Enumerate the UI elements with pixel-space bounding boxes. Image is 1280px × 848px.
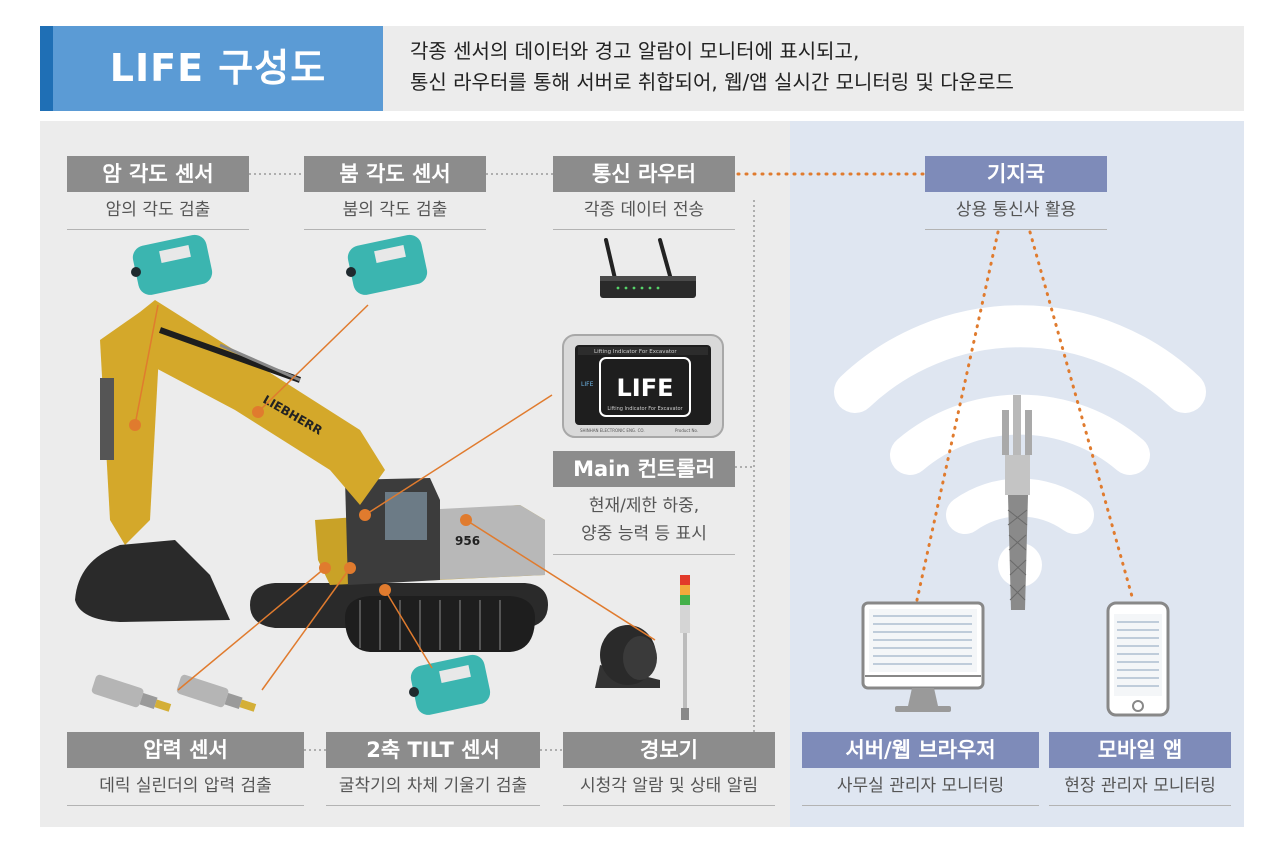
alarm-underline <box>563 805 775 806</box>
mobile-desc: 현장 관리자 모니터링 <box>1064 776 1216 796</box>
router-image <box>600 238 696 298</box>
boom-sensor-title: 붐 각도 센서 <box>304 156 486 192</box>
controller-product-no: Product No. <box>675 428 698 433</box>
controller-screen-title: Lifting Indicator For Excavator <box>594 349 677 355</box>
mobile-underline <box>1049 805 1231 806</box>
excavator-model: 956 <box>455 534 480 548</box>
sensor-location-dots <box>129 406 472 596</box>
tilt-sensor-desc: 굴착기의 차체 기울기 검출 <box>338 776 528 796</box>
base-station-underline <box>925 229 1107 230</box>
header-title-box <box>53 26 383 111</box>
router-title: 통신 라우터 <box>553 156 735 192</box>
server-underline <box>802 805 1039 806</box>
server-title: 서버/웹 브라우저 <box>802 732 1039 768</box>
mobile-phone-image <box>1106 601 1170 717</box>
alarm-buzzer-image <box>595 625 660 688</box>
arm-angle-sensor-image <box>131 234 213 295</box>
controller-title: Main 컨트롤러 <box>553 451 735 487</box>
controller-desc-line-2: 양중 능력 등 표시 <box>581 524 707 544</box>
controller-logo-sub: Lifting Indicator For Excavator <box>607 406 683 412</box>
controller-underline <box>553 554 735 555</box>
server-monitor-image <box>861 601 985 712</box>
header-desc-line-1: 각종 센서의 데이터와 경고 알람이 모니터에 표시되고, <box>410 39 860 63</box>
main-controller-image: Lifting Indicator For Excavator LIFE Lif… <box>562 334 724 438</box>
controller-desc-line-1: 현재/제한 하중, <box>588 496 700 516</box>
arm-sensor-underline <box>67 229 249 230</box>
pressure-sensor-image <box>91 674 257 712</box>
pressure-sensor-title: 압력 센서 <box>67 732 304 768</box>
gray-dotted-connectors <box>249 173 755 751</box>
page-title: LIFE 구성도 <box>109 46 327 90</box>
tilt-sensor-underline <box>326 805 540 806</box>
wireless-data-links <box>736 172 1135 602</box>
header-description: 각종 센서의 데이터와 경고 알람이 모니터에 표시되고, 통신 라우터를 통해… <box>410 36 1230 98</box>
header-accent-stripe <box>40 26 53 111</box>
router-underline <box>553 229 735 230</box>
mobile-title: 모바일 앱 <box>1049 732 1231 768</box>
router-desc: 각종 데이터 전송 <box>583 200 705 220</box>
controller-logo: LIFE <box>616 374 673 402</box>
pressure-sensor-desc: 데릭 실린더의 압력 검출 <box>99 776 272 796</box>
server-desc: 사무실 관리자 모니터링 <box>836 776 1005 796</box>
controller-maker: SHINHAN ELECTRONIC ENG. CO. <box>580 428 645 433</box>
alarm-title: 경보기 <box>563 732 775 768</box>
boom-sensor-underline <box>304 229 486 230</box>
alarm-desc: 시청각 알람 및 상태 알림 <box>579 776 758 796</box>
boom-sensor-desc: 붐의 각도 검출 <box>342 200 448 220</box>
pressure-sensor-underline <box>67 805 304 806</box>
arm-sensor-title: 암 각도 센서 <box>67 156 249 192</box>
controller-left-logo: LIFE <box>581 381 594 388</box>
orange-leader-lines <box>134 304 656 691</box>
tilt-sensor-title: 2축 TILT 센서 <box>326 732 540 768</box>
cell-tower-image <box>1002 395 1032 610</box>
tilt-sensor-image <box>409 654 491 715</box>
signal-tower-light-image <box>680 575 690 720</box>
excavator-image: 956 LIEBHERR <box>75 300 548 652</box>
header-desc-line-2: 통신 라우터를 통해 서버로 취합되어, 웹/앱 실시간 모니터링 및 다운로드 <box>410 70 1014 94</box>
boom-angle-sensor-image <box>346 234 428 295</box>
arm-sensor-desc: 암의 각도 검출 <box>105 200 211 220</box>
base-station-desc: 상용 통신사 활용 <box>955 200 1077 220</box>
base-station-title: 기지국 <box>925 156 1107 192</box>
